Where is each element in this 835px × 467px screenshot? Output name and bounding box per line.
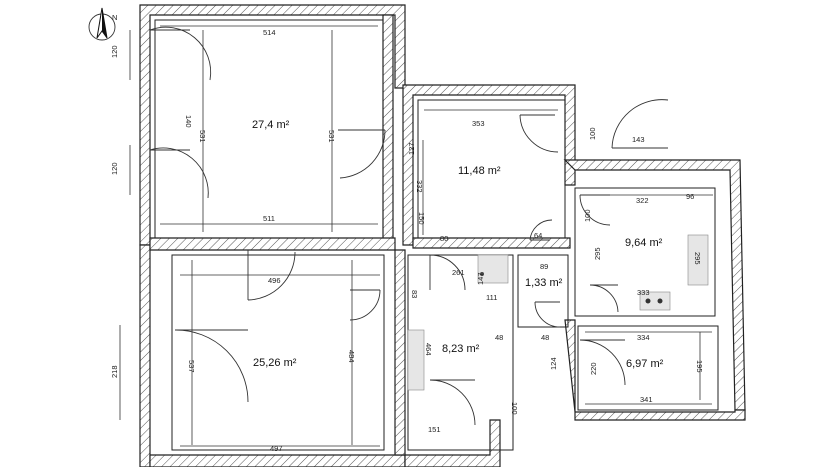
dimension-label: 83: [410, 290, 419, 298]
dimension-label: 537: [187, 360, 196, 373]
dimension-label: 48: [541, 333, 549, 342]
dimension-label: 496: [268, 276, 281, 285]
room-area-label: 27,4 m²: [252, 119, 290, 131]
dimension-label: 111: [486, 293, 497, 302]
dimension-label: 120: [110, 45, 119, 58]
dimension-label: 64: [534, 231, 542, 240]
dimension-label: 143: [632, 135, 645, 144]
room-area-label: 25,26 m²: [253, 357, 297, 369]
dimension-label: 89: [540, 262, 548, 271]
dimension-label: 100: [583, 209, 592, 222]
room-area-label: 11,48 m²: [458, 165, 501, 177]
dimension-label: 531: [327, 130, 336, 143]
room-labels: 27,4 m² 11,48 m² 9,64 m² 1,33 m² 25,26 m…: [252, 119, 664, 370]
counter: [687, 234, 709, 286]
room-area-label: 6,97 m²: [626, 358, 664, 370]
dimension-label: 127: [407, 142, 416, 155]
north-arrow-icon: N: [88, 7, 117, 41]
dimension-label: 295: [693, 252, 702, 265]
dimension-label: 218: [110, 365, 119, 378]
doors: [149, 26, 669, 426]
dimension-label: 497: [270, 444, 283, 453]
dimension-label: 140: [184, 115, 193, 128]
dimension-label: 484: [347, 350, 356, 363]
walls: [139, 4, 746, 467]
stove-top: [639, 291, 671, 311]
dimension-labels: 514 511 531 531 120 140 120 353 127 332 …: [110, 28, 704, 453]
dimension-label: 332: [415, 180, 424, 193]
dimension-label: 151: [428, 425, 441, 434]
dimension-label: 80: [440, 234, 448, 243]
fixtures: [407, 234, 709, 391]
dimension-label: 195: [695, 360, 704, 373]
dimension-label: 295: [593, 247, 602, 260]
toilet: [407, 329, 425, 391]
room-area-label: 8,23 m²: [442, 343, 480, 355]
dimension-label: 100: [588, 127, 597, 140]
dimension-label: 511: [263, 214, 275, 223]
dimension-label: 96: [686, 192, 694, 201]
dimension-label: 514: [263, 28, 276, 37]
room-area-label: 1,33 m²: [525, 277, 563, 289]
dimension-label: 261: [452, 268, 465, 277]
compass-label: N: [112, 13, 117, 22]
dimension-label: 120: [110, 162, 119, 175]
dimension-label: 531: [198, 130, 207, 143]
dimension-label: 333: [637, 288, 650, 297]
dimension-label: 322: [636, 196, 649, 205]
sink: [477, 254, 509, 284]
room-area-label: 9,64 m²: [625, 237, 663, 249]
dimension-label: 334: [637, 333, 650, 342]
dimension-lines: [119, 25, 713, 447]
dimension-label: 341: [640, 395, 653, 404]
dimension-label: 124: [549, 357, 558, 370]
dimension-label: 150: [417, 212, 426, 225]
dimension-label: 100: [510, 402, 519, 415]
dimension-label: 220: [589, 362, 598, 375]
dimension-label: 48: [495, 333, 503, 342]
dimension-label: 147: [476, 272, 485, 285]
dimension-label: 464: [424, 343, 433, 356]
dimension-label: 353: [472, 119, 485, 128]
